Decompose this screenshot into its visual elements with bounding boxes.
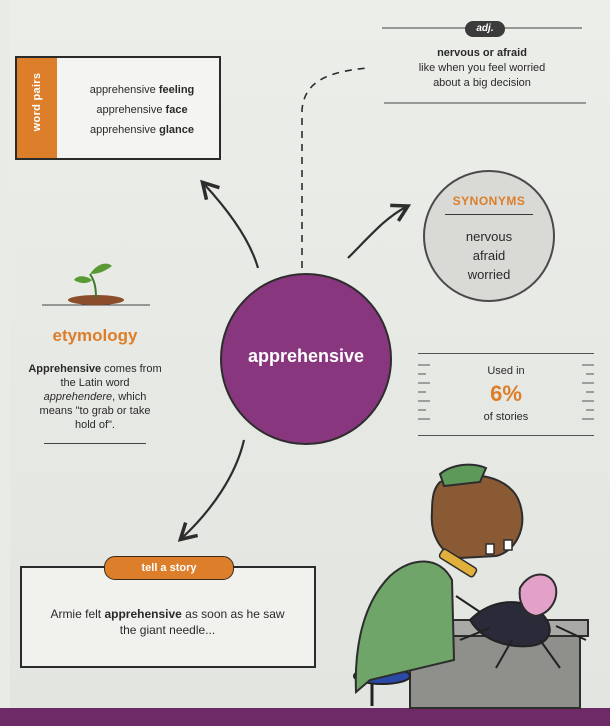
synonym-item: afraid bbox=[472, 248, 506, 263]
arrow-to-story bbox=[177, 439, 246, 542]
etymology-title: etymology bbox=[52, 326, 138, 345]
word-pairs-label: word pairs bbox=[31, 72, 43, 132]
definition-meaning: nervous or afraid bbox=[437, 47, 527, 59]
definition-line: about a big decision bbox=[433, 77, 531, 89]
usage-stat: Used in 6% of stories bbox=[418, 353, 594, 436]
story-box bbox=[20, 566, 316, 668]
synonyms-list: nervous afraid worried bbox=[425, 227, 553, 284]
word-pairs-tab: word pairs bbox=[17, 58, 57, 158]
definition-block: nervous or afraid like when you feel wor… bbox=[392, 46, 572, 91]
definition-line: like when you feel worried bbox=[418, 62, 546, 74]
sprout-icon bbox=[68, 263, 124, 305]
synonyms-title: SYNONYMS bbox=[452, 194, 526, 208]
usage-top-rule bbox=[418, 353, 594, 354]
synonyms-divider bbox=[445, 214, 533, 215]
word-pairs-box: word pairs apprehensive feeling apprehen… bbox=[15, 56, 221, 160]
center-word-circle: apprehensive bbox=[220, 273, 392, 445]
arrow-to-word-pairs bbox=[200, 179, 260, 269]
part-of-speech-badge: adj. bbox=[465, 21, 505, 37]
synonyms-circle: SYNONYMS nervous afraid worried bbox=[423, 170, 555, 302]
bottom-strip bbox=[0, 708, 610, 726]
word-pair-item: apprehensive glance bbox=[90, 124, 194, 136]
usage-value: 6% bbox=[490, 381, 522, 406]
word-pair-item: apprehensive face bbox=[96, 104, 188, 116]
center-word: apprehensive bbox=[247, 346, 365, 366]
word-pair-item: apprehensive feeling bbox=[89, 84, 195, 96]
synonym-item: worried bbox=[467, 267, 511, 282]
synonym-item: nervous bbox=[465, 229, 513, 244]
usage-bottom-rule bbox=[418, 435, 594, 436]
arrow-to-synonyms bbox=[347, 203, 412, 259]
etymology-text: Apprehensive comes from the Latin word a… bbox=[28, 363, 162, 431]
word-pairs-list: apprehensive feeling apprehensive face a… bbox=[67, 80, 217, 140]
hippo-nurse-illustration bbox=[353, 463, 589, 709]
dashed-link-definition bbox=[301, 67, 369, 268]
usage-label: Used in bbox=[487, 365, 525, 377]
story-text: Armie felt apprehensive as soon as he sa… bbox=[50, 607, 285, 637]
etymology-divider bbox=[44, 443, 146, 444]
story-label: tell a story bbox=[104, 556, 234, 580]
usage-suffix: of stories bbox=[483, 411, 529, 423]
